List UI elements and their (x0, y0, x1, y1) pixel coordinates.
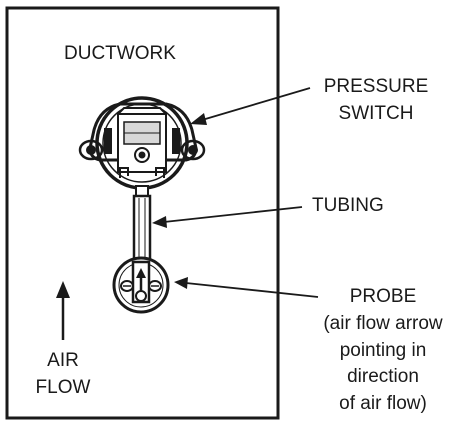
pressure-switch-label-line1: PRESSURE (323, 76, 429, 97)
probe-label-line5: of air flow) (339, 393, 427, 414)
pressure-switch-icon (78, 96, 206, 197)
probe-label-line1: PROBE (349, 286, 417, 307)
probe-label-line2: (air flow arrow (323, 313, 443, 334)
air-flow-label-line2: FLOW (35, 377, 91, 398)
probe-label-line4: direction (347, 366, 419, 387)
tubing-label: TUBING (312, 195, 384, 216)
pressure-switch-label-line2: SWITCH (338, 103, 414, 124)
ductwork-label: DUCTWORK (64, 43, 176, 64)
probe-icon (112, 256, 170, 314)
probe-label-line3: pointing in (339, 340, 427, 361)
probe-leader (174, 277, 319, 298)
tubing-leader (152, 206, 303, 228)
pressure-switch-leader (190, 87, 311, 125)
ductwork-panel (5, 6, 280, 420)
up-arrow-icon (56, 281, 70, 340)
air-flow-label-line1: AIR (47, 350, 79, 371)
